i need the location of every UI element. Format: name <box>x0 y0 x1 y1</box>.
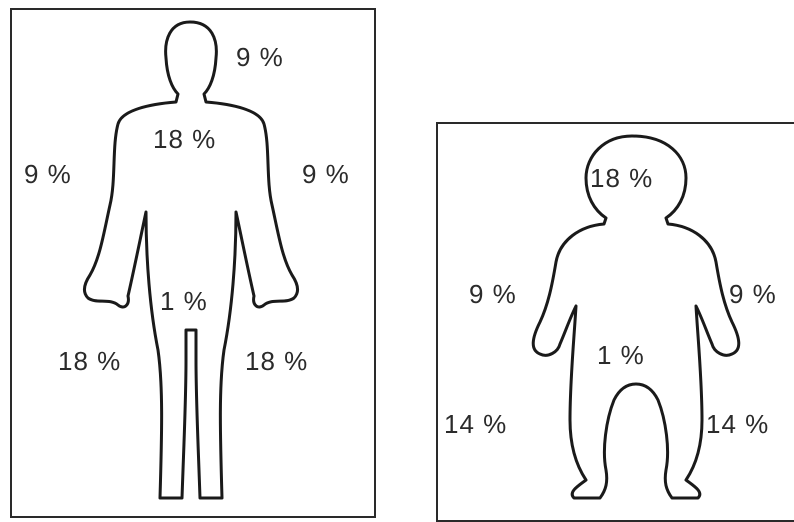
adult-right-leg-percent: 18 % <box>245 348 308 374</box>
adult-head-percent: 9 % <box>236 44 284 70</box>
body-outlines <box>0 0 794 507</box>
child-left-arm-percent: 9 % <box>469 281 517 307</box>
adult-left-arm-percent: 9 % <box>24 161 72 187</box>
child-head-percent: 18 % <box>590 165 653 191</box>
child-right-arm-percent: 9 % <box>729 281 777 307</box>
adult-trunk-percent: 18 % <box>153 126 216 152</box>
adult-right-arm-percent: 9 % <box>302 161 350 187</box>
adult-genital-percent: 1 % <box>160 288 208 314</box>
adult-left-leg-percent: 18 % <box>58 348 121 374</box>
child-right-leg-percent: 14 % <box>706 411 769 437</box>
child-genital-percent: 1 % <box>597 342 645 368</box>
child-left-leg-percent: 14 % <box>444 411 507 437</box>
adult-body-outline <box>84 22 297 498</box>
